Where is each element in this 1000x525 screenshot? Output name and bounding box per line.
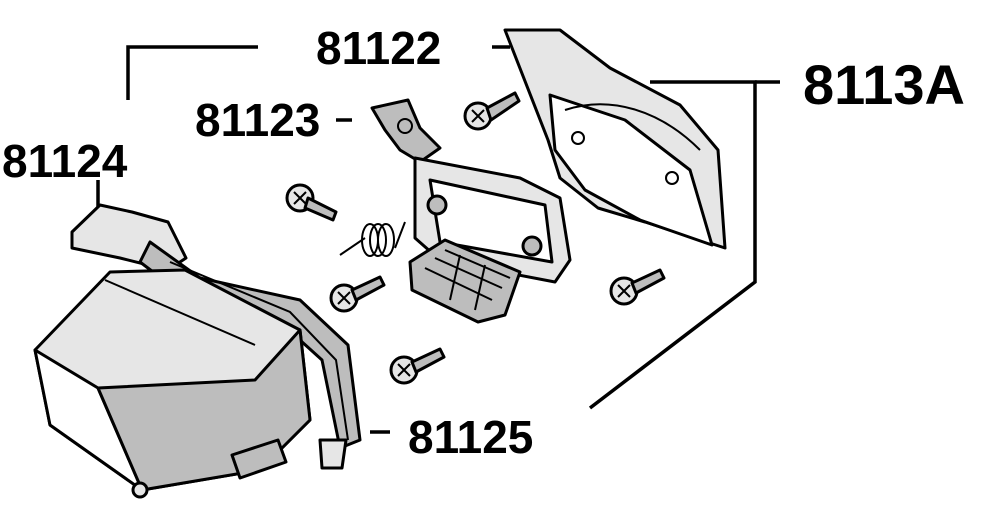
screw-right-slot: [617, 284, 631, 298]
bracket-plate-inner: [428, 178, 554, 264]
screw-lower-left-slot: [397, 363, 411, 377]
housing-rail-edge: [169, 261, 349, 441]
light-body-lower-tab: [318, 438, 348, 470]
screw-upper-left: [285, 183, 338, 222]
terminal-line-1: [424, 267, 493, 301]
screw-mid-left-shank: [350, 275, 386, 302]
leader-8113A-bracket: [588, 80, 757, 410]
cover-lens-boss-right: [665, 171, 679, 185]
terminal-line-2: [434, 257, 503, 289]
terminal-line-5: [474, 264, 486, 311]
light-body-part: [33, 268, 348, 499]
screw-lower-left-shank: [410, 347, 446, 374]
spring-part: [339, 221, 406, 257]
screw-lower-left: [389, 347, 446, 385]
leader-lines: [96, 45, 780, 434]
screw-right-shank: [630, 268, 666, 295]
leader-81122-bracket: [126, 45, 258, 100]
screw-upper-left-shank: [303, 196, 338, 222]
bracket-arm-hole: [397, 118, 413, 134]
cover-lens-face: [548, 93, 714, 247]
screw-mid-left: [329, 275, 386, 313]
label-81122: 81122: [316, 22, 441, 74]
terminal-line-4: [449, 254, 461, 301]
screw-top: [463, 91, 521, 131]
screw-top-shank: [485, 91, 521, 122]
cover-lens-boss-left: [571, 131, 585, 145]
label-81124: 81124: [2, 135, 128, 187]
bracket-terminal-block: [408, 238, 522, 324]
screw-upper-left-slot: [293, 191, 307, 205]
cover-lens-part: [503, 28, 727, 250]
screw-mid-left-slot: [337, 291, 351, 305]
spring-coil-3: [377, 223, 395, 257]
screws: [285, 91, 666, 385]
terminal-line-3: [444, 249, 511, 279]
screw-top-slot: [471, 109, 485, 123]
light-body-top-edge: [104, 279, 256, 346]
light-body-socket: [230, 438, 288, 480]
spring-leg-right: [394, 221, 406, 249]
bracket-hole-left: [426, 194, 448, 216]
label-81125: 81125: [408, 411, 533, 463]
light-body-pin: [131, 481, 149, 499]
bracket-arm: [370, 98, 442, 164]
cover-lens-rim: [564, 103, 701, 151]
label-81123: 81123: [195, 94, 320, 146]
spring-leg-left: [339, 237, 366, 256]
spring-coil-2: [369, 223, 387, 257]
bracket-part: [370, 98, 572, 324]
screw-right: [609, 268, 666, 306]
label-8113A: 8113A: [803, 53, 965, 116]
bracket-hole-right: [521, 235, 543, 257]
